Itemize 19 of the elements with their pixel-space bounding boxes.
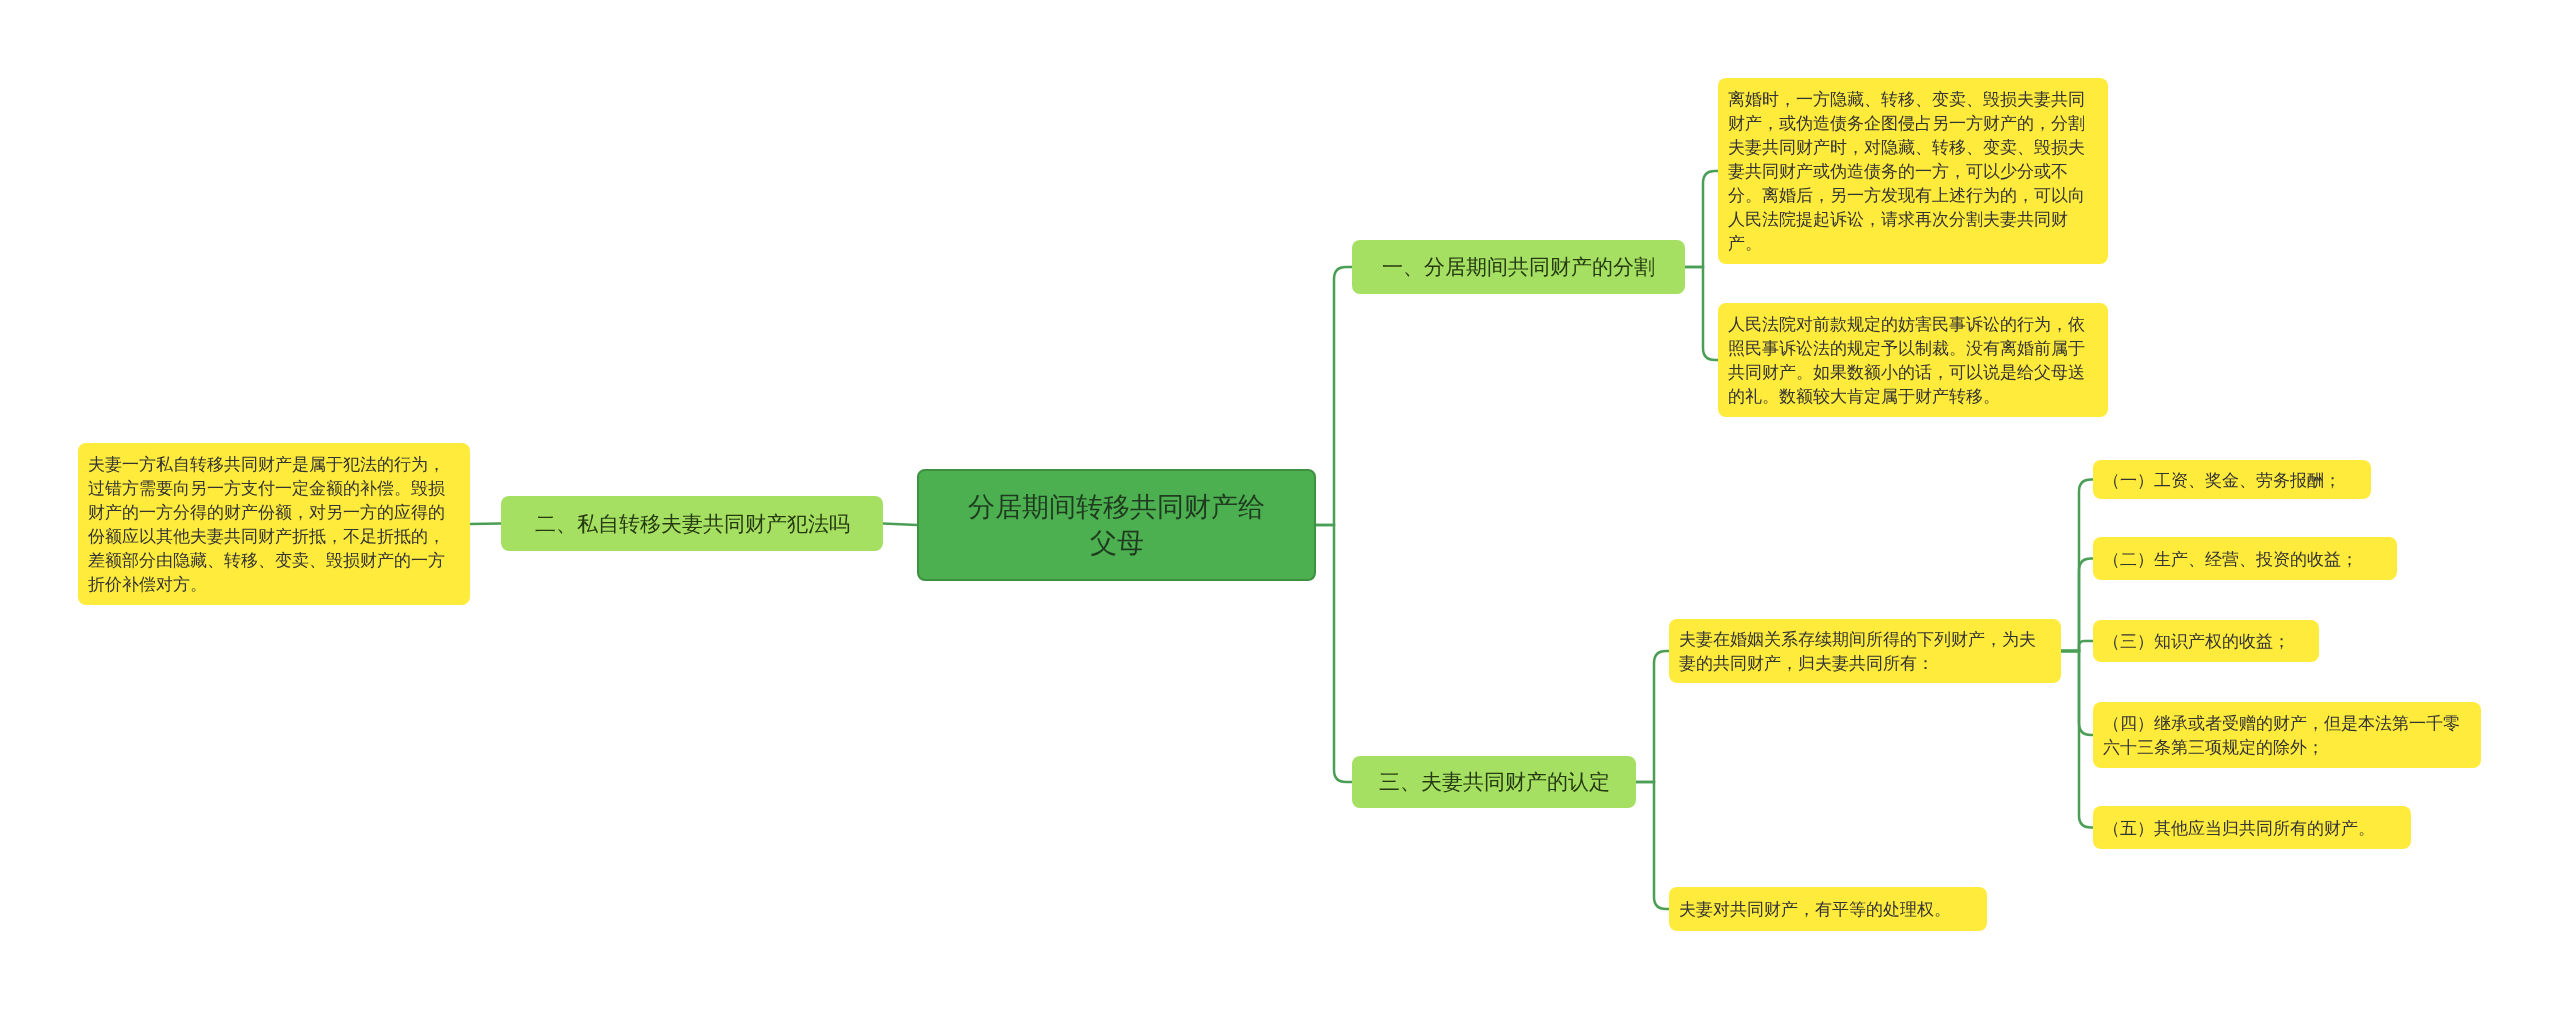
connector-line	[1636, 780, 1669, 911]
connector-line	[2061, 649, 2093, 829]
text-card: （二）生产、经营、投资的收益；	[2093, 537, 2397, 580]
text-card: 人民法院对前款规定的妨害民事诉讼的行为，依照民事诉讼法的规定予以制裁。没有离婚前属于共同财产。如果数额小的话，可以说是给父母送的礼。数额较大肯定属于财产转移。	[1718, 303, 2108, 417]
topic-box: 一、分居期间共同财产的分割	[1352, 240, 1685, 294]
topic-box: 三、夫妻共同财产的认定	[1352, 756, 1636, 808]
connector-line	[469, 522, 502, 526]
text-card: 离婚时，一方隐藏、转移、变卖、毁损夫妻共同财产，或伪造债务企图侵占另一方财产的，分割夫妻共同财产时，对隐藏、转移、变卖、毁损夫妻共同财产或伪造债务的一方，可以少分或不分。离婚后，另一方发现有上述行为的，可以向人民法院提起诉讼，请求再次分割夫妻共同财产。	[1718, 78, 2108, 264]
text-card: 夫妻一方私自转移共同财产是属于犯法的行为，过错方需要向另一方支付一定金额的补偿。毁损财产的一方分得的财产份额，对另一方的应得的份额应以其他夫妻共同财产折抵，不足折抵的，差额部分由隐藏、转移、变卖、毁损财产的一方折价补偿对方。	[78, 443, 470, 605]
topic-box: 二、私自转移夫妻共同财产犯法吗	[501, 496, 883, 551]
text-card: （五）其他应当归共同所有的财产。	[2093, 806, 2411, 849]
connector-line	[882, 522, 918, 527]
text-card: 夫妻对共同财产，有平等的处理权。	[1669, 887, 1987, 931]
central-topic: 分居期间转移共同财产给父母	[917, 469, 1316, 581]
text-card: （三）知识产权的收益；	[2093, 620, 2319, 662]
text-card: （一）工资、奖金、劳务报酬；	[2093, 460, 2371, 499]
text-card: 夫妻在婚姻关系存续期间所得的下列财产，为夫妻的共同财产，归夫妻共同所有：	[1669, 619, 2061, 683]
text-card: （四）继承或者受赠的财产，但是本法第一千零六十三条第三项规定的除外；	[2093, 702, 2481, 768]
connector-line	[1685, 265, 1718, 362]
